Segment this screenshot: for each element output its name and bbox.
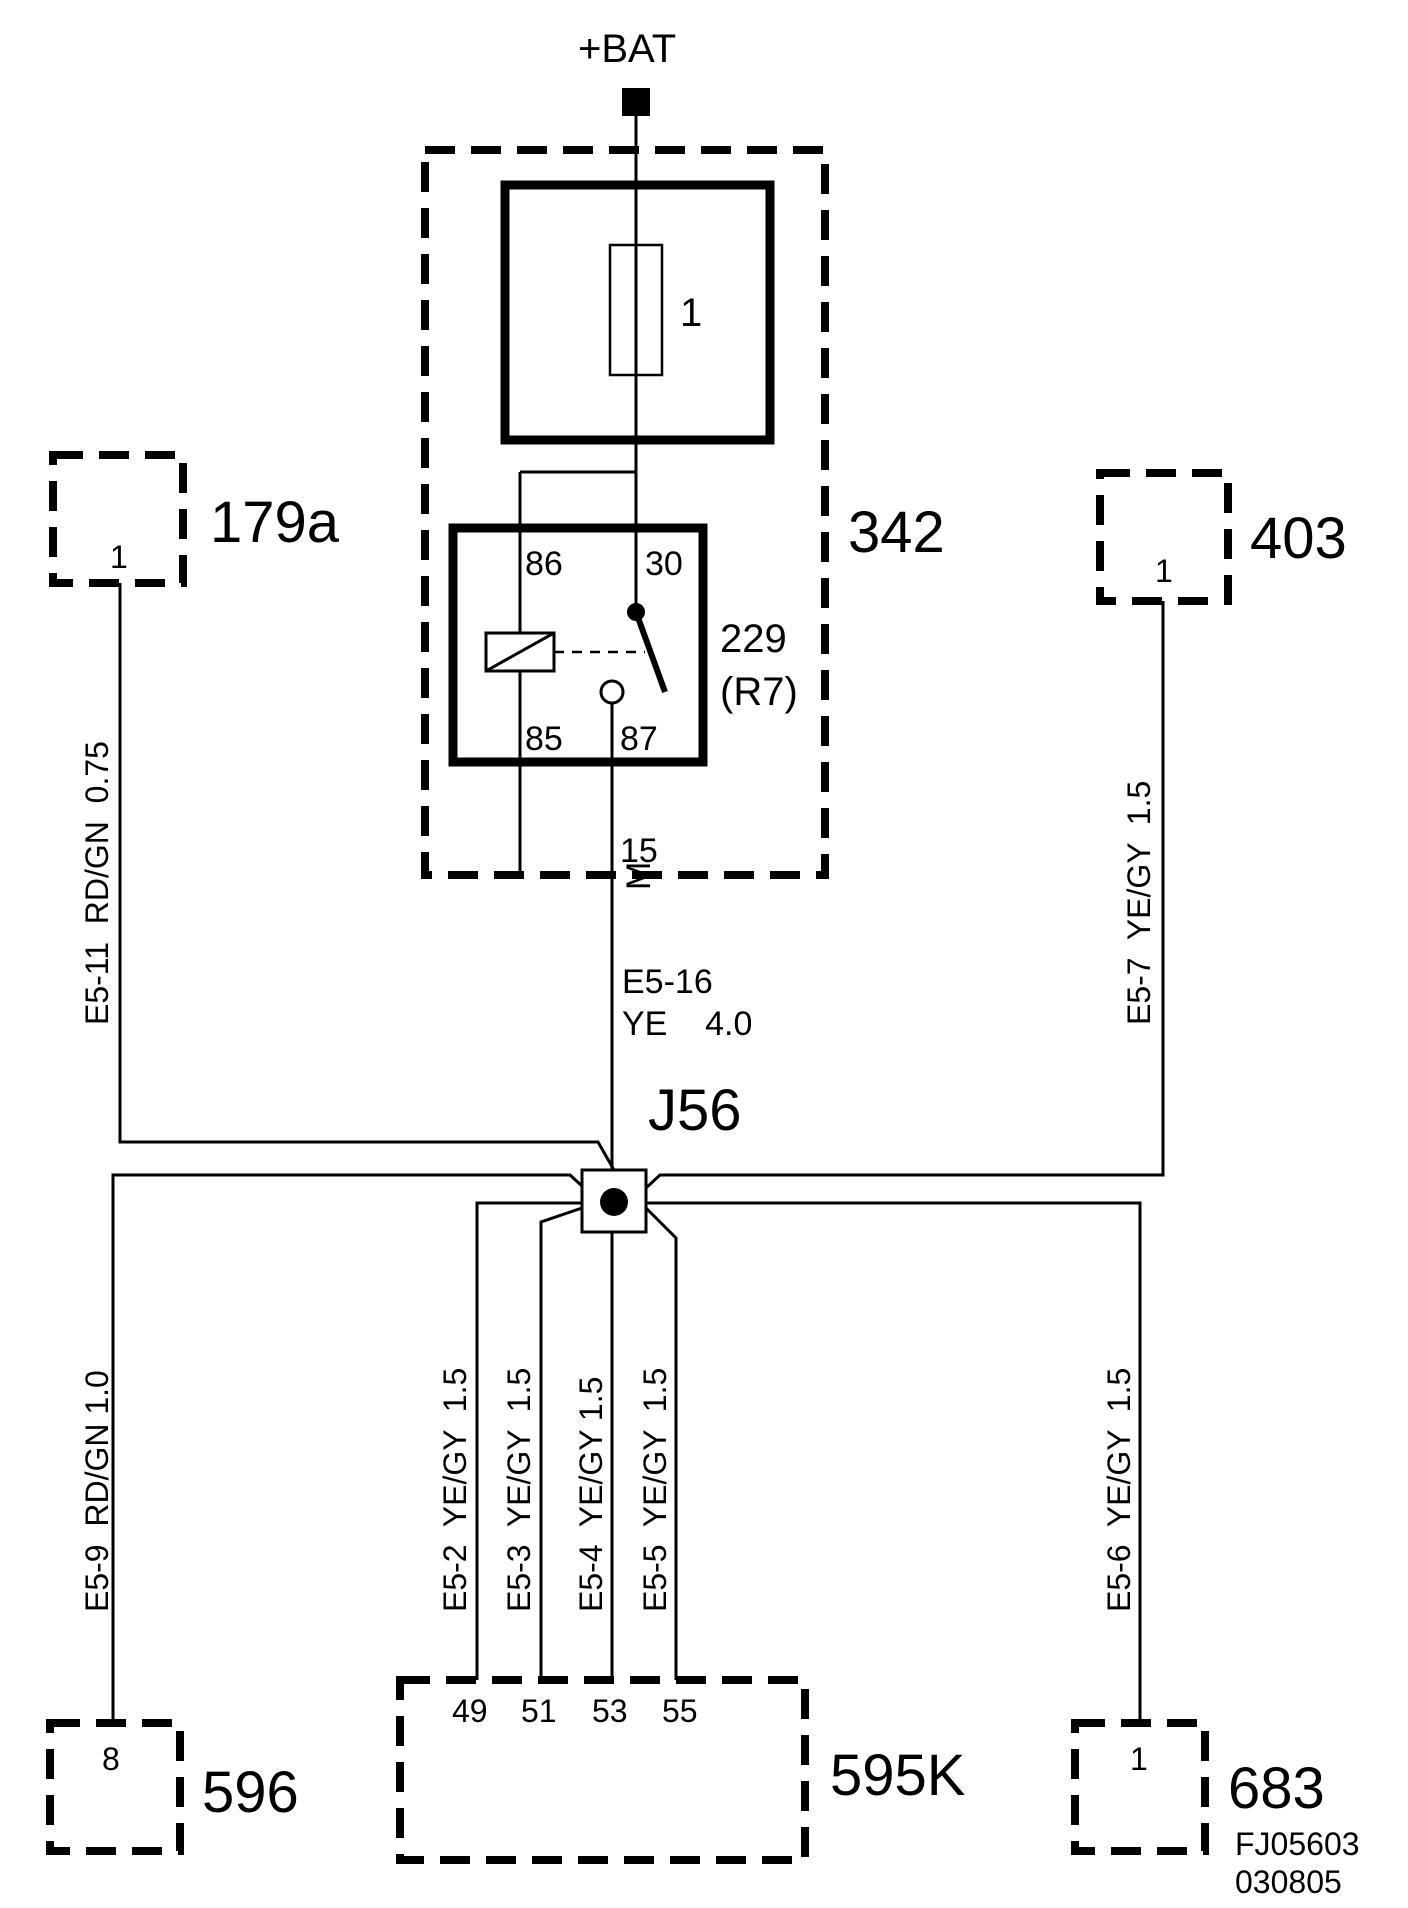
- wire-e5-6: [646, 1201, 1142, 1723]
- component-683-pin: 1: [1130, 1741, 1148, 1777]
- relay-switch-arm: [633, 610, 668, 694]
- wire-e5-4-label: E5-4 YE/GY 1.5: [573, 1377, 609, 1612]
- main-wire-spec: YE 4.0: [622, 1005, 752, 1043]
- component-596-pin: 8: [102, 1741, 120, 1777]
- component-595k-pin-55: 55: [662, 1693, 698, 1729]
- pin87-contact: [599, 679, 625, 705]
- component-683-label: 683: [1228, 1756, 1325, 1821]
- wire-e5-6-label: E5-6 YE/GY 1.5: [1101, 1368, 1137, 1612]
- output-pin-15: 15: [620, 832, 658, 870]
- relay-box-342: [421, 146, 829, 879]
- component-595k-pin-53: 53: [592, 1693, 628, 1729]
- component-595k: [396, 1676, 809, 1864]
- wire-e5-3-label: E5-3 YE/GY 1.5: [501, 1368, 537, 1612]
- wire-e5-2: [475, 1201, 582, 1680]
- component-595k-label: 595K: [830, 1743, 966, 1808]
- component-403-pin: 1: [1155, 553, 1173, 589]
- component-596: [46, 1719, 184, 1855]
- component-596-label: 596: [202, 1760, 299, 1825]
- wire-e5-5-label: E5-5 YE/GY 1.5: [637, 1368, 673, 1612]
- wire-e5-9-label: E5-9 RD/GN 1.0: [79, 1370, 115, 1612]
- relay-id: 229: [720, 617, 787, 661]
- wire-e5-7-label: E5-7 YE/GY 1.5: [1121, 781, 1157, 1025]
- relay-box-id: 342: [848, 500, 945, 565]
- relay-code: (R7): [720, 670, 798, 714]
- wire-e5-9: [111, 1173, 584, 1723]
- bat-supply-label: +BAT: [578, 27, 676, 71]
- relay-pin-85: 85: [525, 720, 563, 758]
- component-403-label: 403: [1250, 506, 1347, 571]
- relay-pin-86: 86: [525, 545, 563, 583]
- wire-e5-7: [644, 601, 1165, 1190]
- drawing-date: 030805: [1235, 1864, 1342, 1900]
- component-595k-pin-51: 51: [521, 1693, 557, 1729]
- relay-pin-30: 30: [645, 545, 683, 583]
- main-wire-code: E5-16: [622, 963, 713, 1001]
- relay-pin-87: 87: [620, 720, 658, 758]
- wire-e5-11: [118, 583, 616, 1171]
- wire-e5-2-label: E5-2 YE/GY 1.5: [437, 1368, 473, 1612]
- output-marker: M: [620, 862, 658, 890]
- fuse-block: [500, 180, 775, 445]
- wire-e5-11-label: E5-11 RD/GN 0.75: [79, 741, 115, 1025]
- splice-label: J56: [648, 1078, 742, 1143]
- drawing-code: FJ05603: [1235, 1826, 1360, 1862]
- bat-terminal: [622, 88, 650, 116]
- component-595k-pin-49: 49: [452, 1693, 488, 1729]
- relay-229: [448, 523, 708, 767]
- wire-e5-5: [644, 1206, 678, 1680]
- fuse-label: 1: [680, 291, 702, 335]
- component-179a-pin: 1: [110, 539, 128, 575]
- wire-e5-3: [539, 1206, 583, 1680]
- component-179a-label: 179a: [210, 490, 340, 555]
- component-179a: [49, 451, 187, 587]
- splice-node: [600, 1188, 628, 1216]
- relay-coil-mark: [485, 631, 555, 673]
- component-403: [1096, 469, 1232, 605]
